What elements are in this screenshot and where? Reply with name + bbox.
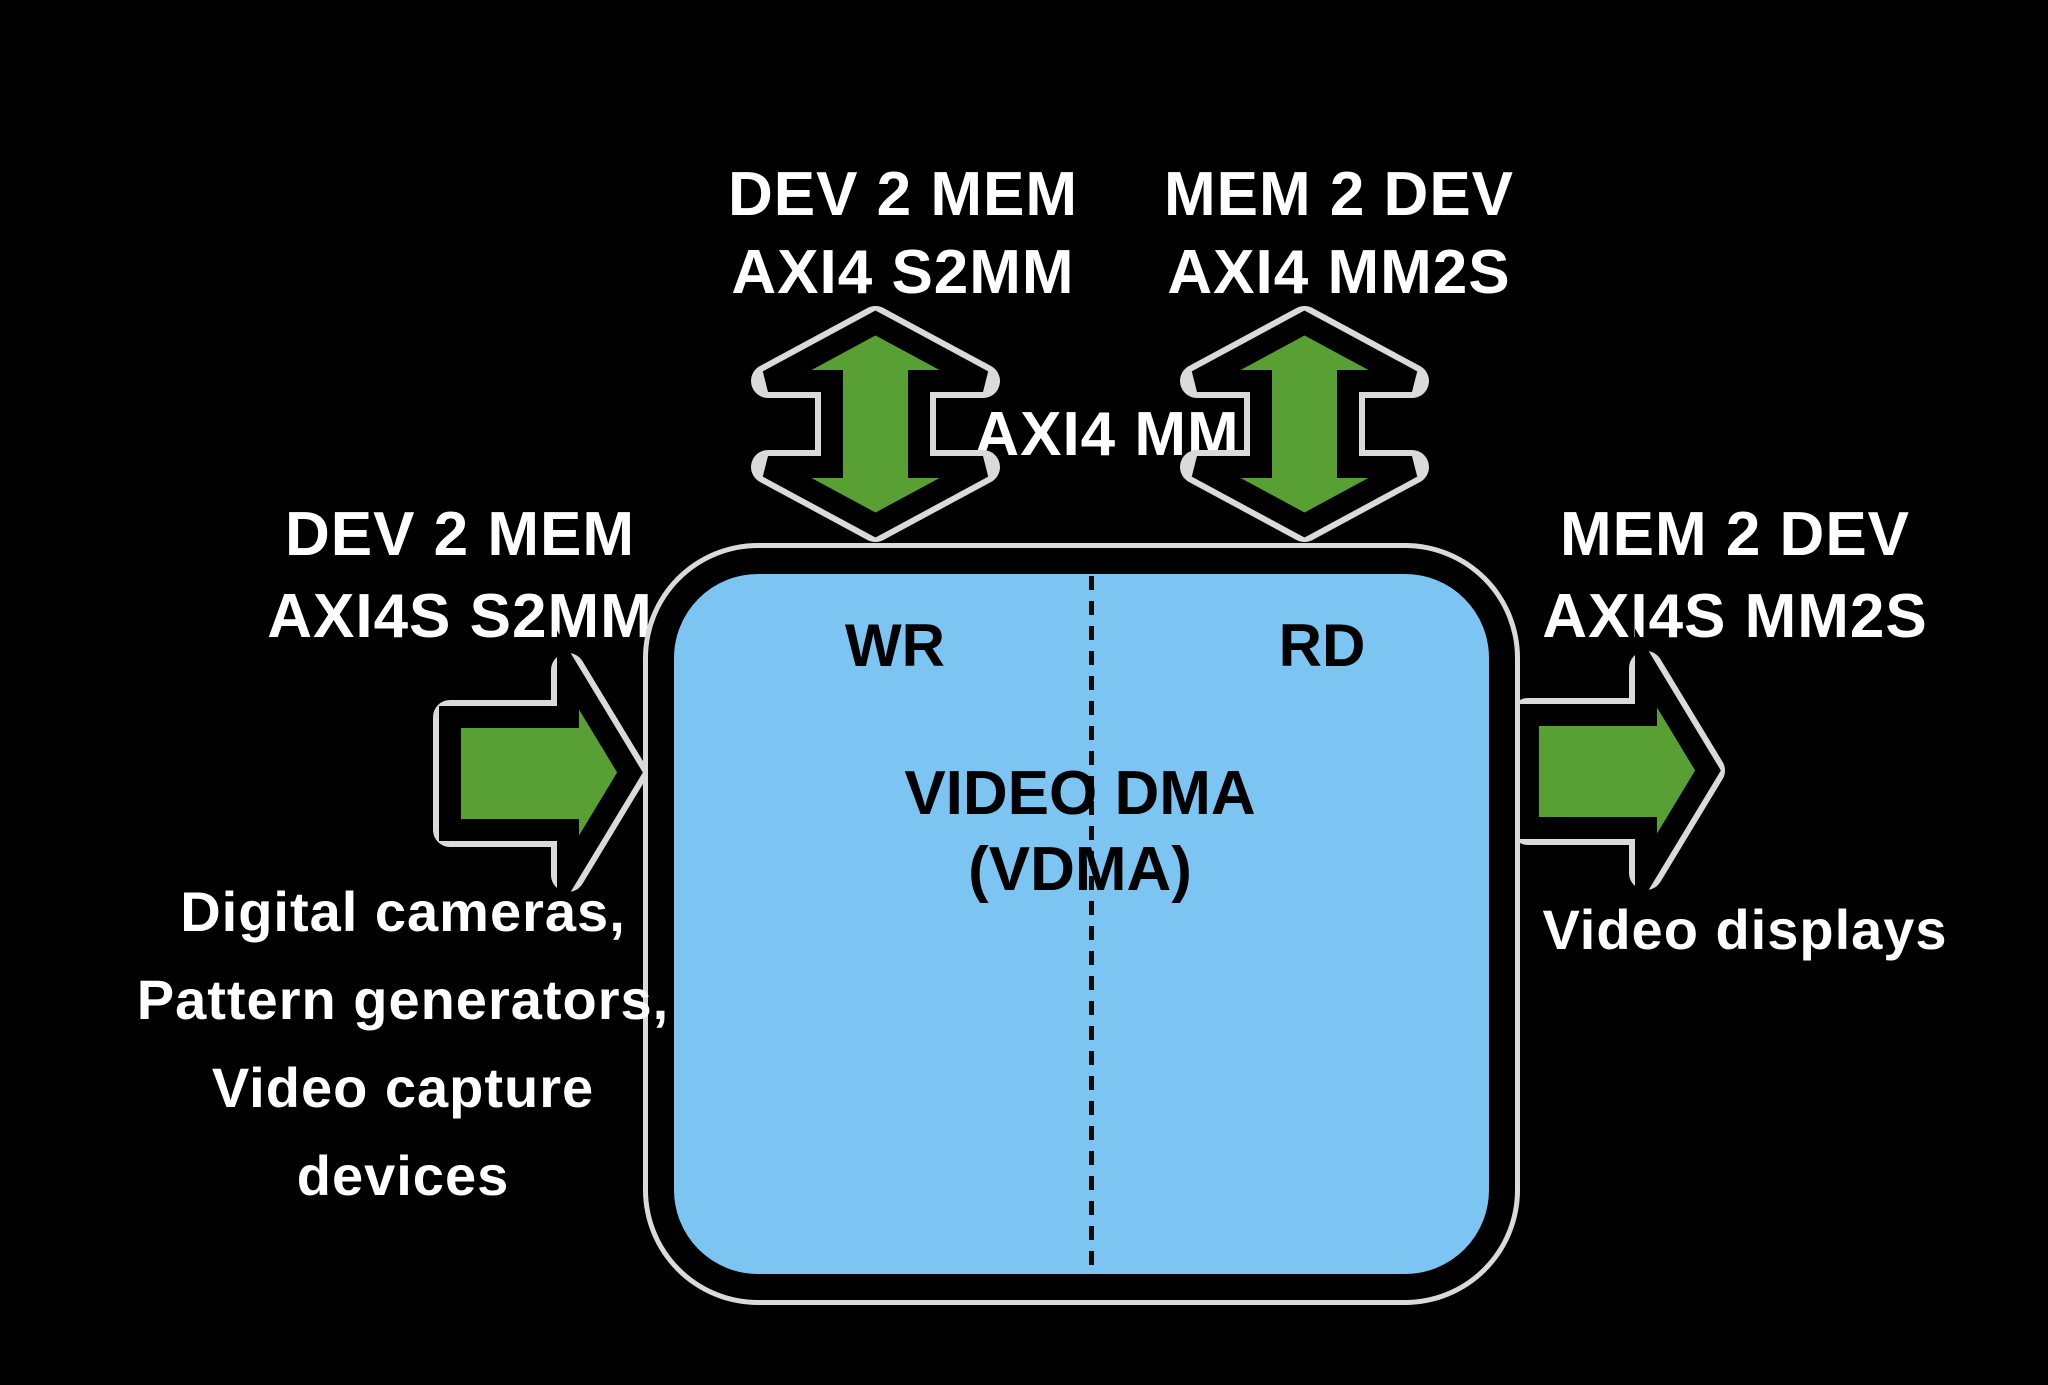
label-left-interface: DEV 2 MEM AXI4S S2MM <box>210 494 710 658</box>
source-devices-line4: devices <box>296 1144 510 1207</box>
wr-rd-divider <box>1089 576 1094 1272</box>
dev2mem-axi4-s2mm-updown-arrow <box>751 306 1000 542</box>
label-top-left-interface: DEV 2 MEM AXI4 S2MM <box>653 156 1153 312</box>
dev2mem-stream-in-arrow <box>433 630 647 915</box>
vdma-title-line1: VIDEO DMA <box>904 759 1256 828</box>
source-devices-label: Digital cameras, Pattern generators, Vid… <box>103 868 703 1220</box>
label-top-right-line1: MEM 2 DEV <box>1163 160 1515 229</box>
vdma-title: VIDEO DMA (VDMA) <box>770 756 1390 908</box>
label-top-right-interface: MEM 2 DEV AXI4 MM2S <box>1089 156 1589 312</box>
vdma-box <box>648 548 1515 1300</box>
label-right-interface: MEM 2 DEV AXI4S MM2S <box>1485 494 1985 658</box>
label-left-line2: AXI4S S2MM <box>267 582 653 651</box>
mem2dev-stream-out-arrow <box>1511 628 1725 913</box>
source-devices-line2: Pattern generators, <box>136 968 670 1031</box>
label-top-right-line2: AXI4 MM2S <box>1167 238 1511 307</box>
sink-devices-label: Video displays <box>1542 898 1948 961</box>
label-left-line1: DEV 2 MEM <box>284 500 636 569</box>
source-devices-line3: Video capture <box>211 1056 595 1119</box>
label-right-line1: MEM 2 DEV <box>1559 500 1911 569</box>
label-top-left-line1: DEV 2 MEM <box>727 160 1079 229</box>
label-top-left-line2: AXI4 S2MM <box>731 238 1075 307</box>
mem2dev-axi4-mm2s-updown-arrow <box>1180 306 1429 542</box>
rd-channel-label: RD <box>1278 612 1366 679</box>
vdma-title-line2: (VDMA) <box>968 835 1192 904</box>
label-right-line2: AXI4S MM2S <box>1542 582 1928 651</box>
wr-channel-label: WR <box>845 612 945 679</box>
source-devices-line1: Digital cameras, <box>180 880 626 943</box>
